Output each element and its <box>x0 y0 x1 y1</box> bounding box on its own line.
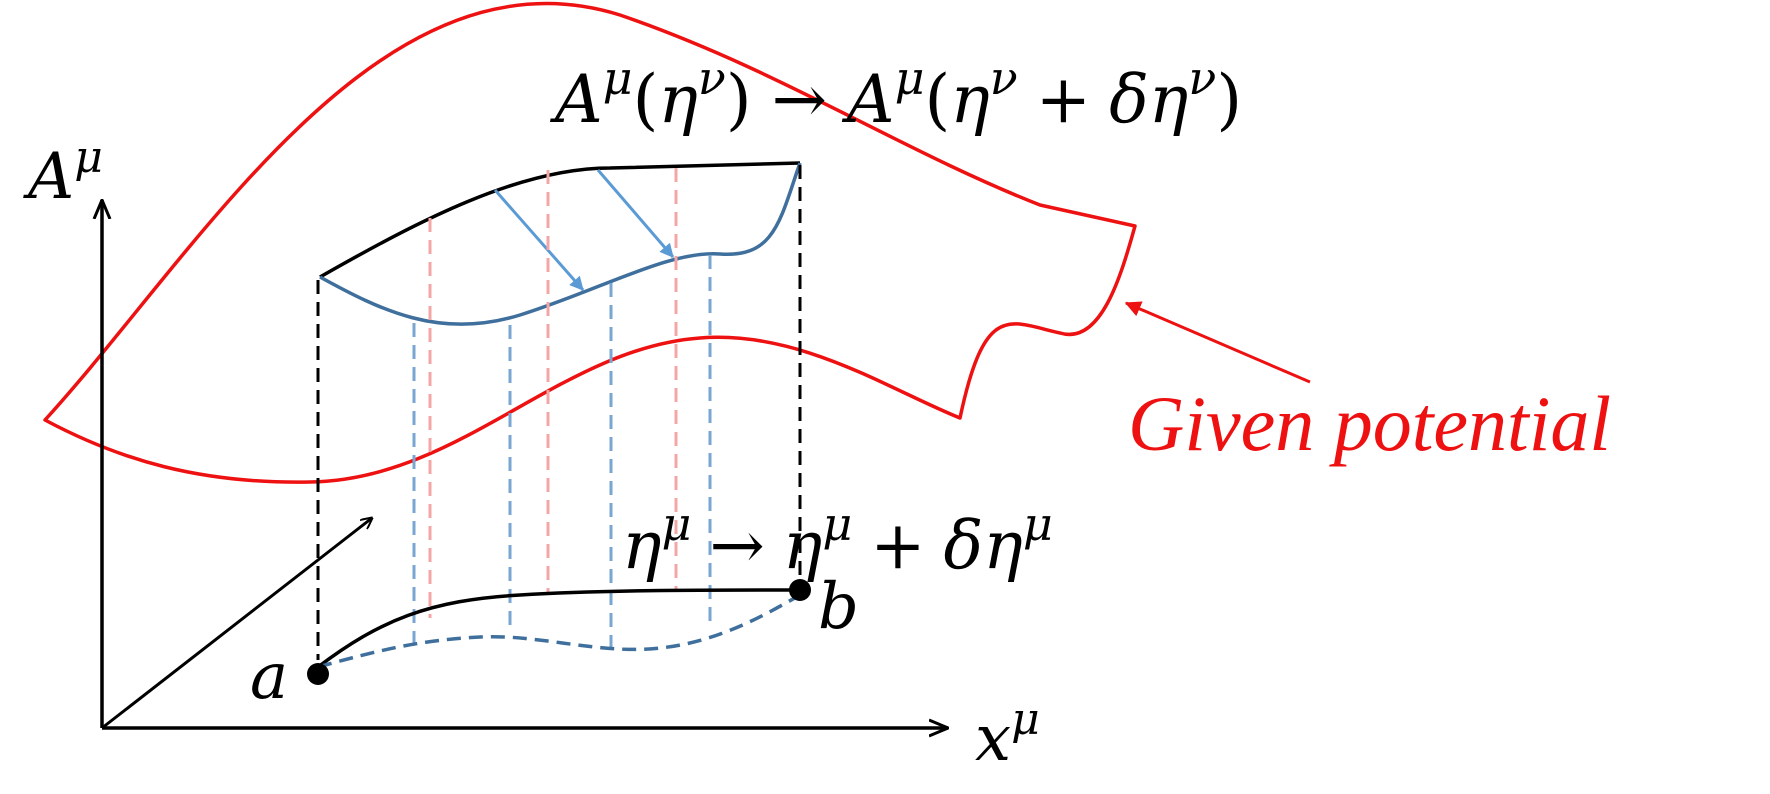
lower-classical-path <box>316 588 801 669</box>
given-potential-pointer <box>1124 301 1311 384</box>
endpoint-a-dot <box>307 663 329 685</box>
variation-arrow-1 <box>493 189 585 291</box>
endpoint-a-label: a <box>250 640 288 714</box>
endpoint-b-label: b <box>818 570 859 644</box>
given-potential-label: Given potential <box>1128 380 1611 467</box>
upper-varied-path <box>319 162 802 327</box>
path-transform-equation: ημ→ημ+δημ <box>622 497 1053 584</box>
upper-classical-path <box>319 161 801 279</box>
potential-transform-equation: Aμ(ην)→Aμ(ην+δην) <box>549 51 1242 138</box>
variation-arrow-2 <box>596 169 675 258</box>
x-axis-label: xμ <box>975 694 1040 776</box>
endpoint-b-dot <box>789 579 811 601</box>
depth-axis <box>101 518 372 730</box>
lower-varied-path <box>317 593 801 669</box>
y-axis-label: Aμ <box>23 132 103 214</box>
potential-surface <box>43 1 1137 484</box>
